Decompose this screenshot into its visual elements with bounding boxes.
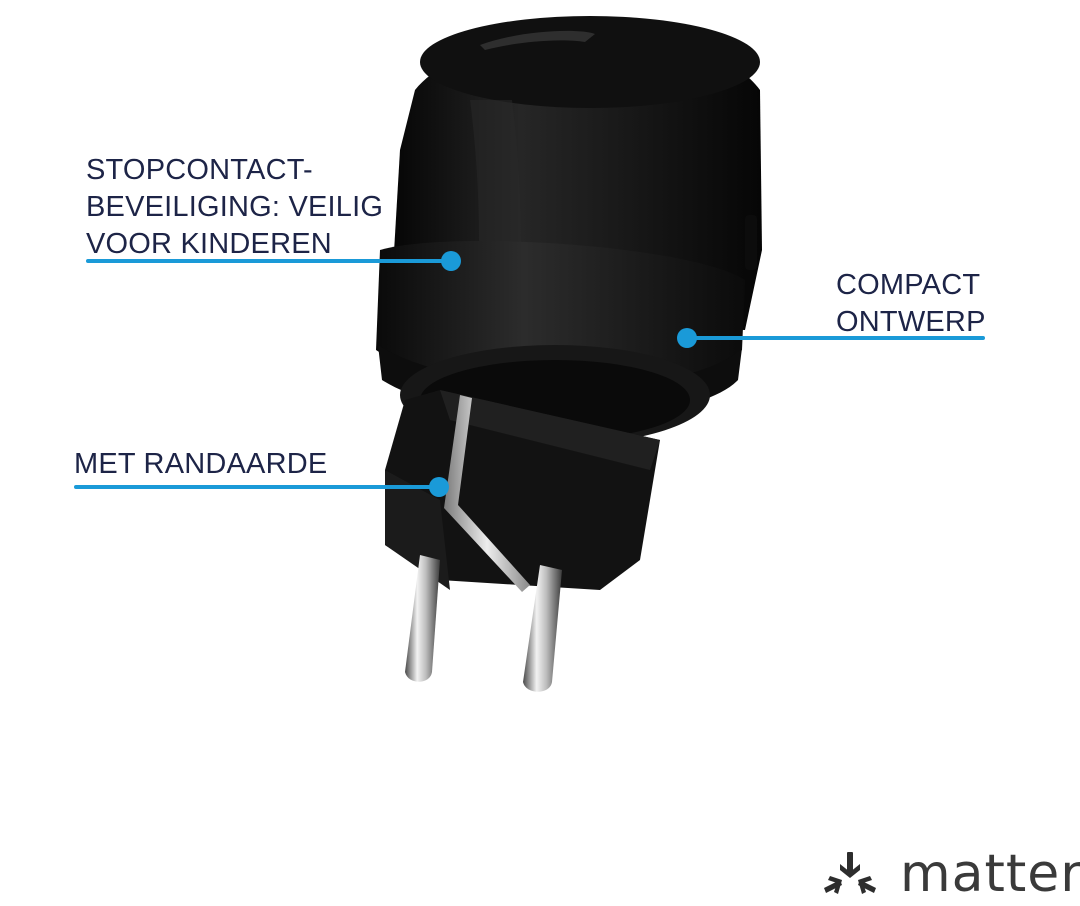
matter-logo-icon <box>824 852 876 894</box>
compact-design-label: COMPACT ONTWERP <box>836 267 986 341</box>
socket-protection-line-2: BEVEILIGING: VEILIG <box>86 191 384 223</box>
compact-design-leader-line <box>686 336 985 340</box>
earthing-label: MET RANDAARDE <box>74 446 327 483</box>
matter-wordmark: matter <box>900 846 1080 904</box>
socket-protection-marker <box>441 251 461 271</box>
earthing-marker <box>429 477 449 497</box>
socket-protection-leader-line <box>86 259 456 263</box>
compact-design-line-2: ONTWERP <box>836 306 986 338</box>
earthing-leader-line <box>74 485 444 489</box>
compact-design-line-1: COMPACT <box>836 269 981 301</box>
socket-protection-label: STOPCONTACT- BEVEILIGING: VEILIG VOOR KI… <box>86 152 383 263</box>
compact-design-marker <box>677 328 697 348</box>
earthing-line-1: MET RANDAARDE <box>74 448 328 480</box>
matter-logo: matter <box>820 846 1080 906</box>
socket-protection-line-1: STOPCONTACT- <box>86 154 313 186</box>
socket-protection-line-3: VOOR KINDEREN <box>86 228 332 260</box>
